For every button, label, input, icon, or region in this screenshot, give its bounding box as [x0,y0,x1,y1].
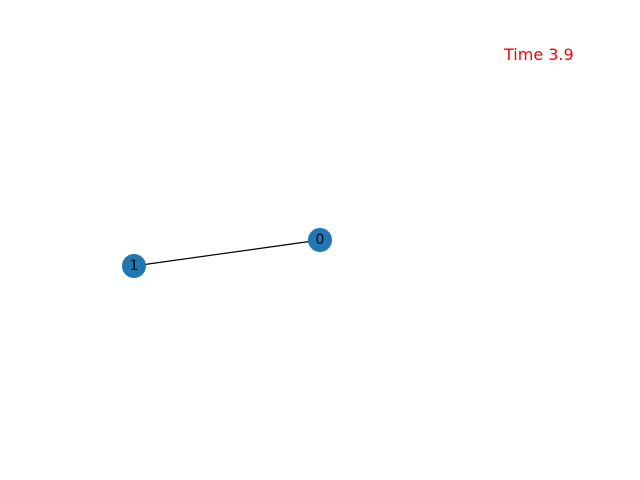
graph-node-0: 0 [308,228,332,252]
node-0-label: 0 [316,232,325,248]
graph-edge-1-0 [133,239,321,267]
node-1-label: 1 [130,258,139,274]
node-1-circle [122,254,146,278]
node-0-circle [308,228,332,252]
time-label: Time 3.9 [504,45,574,64]
graph-node-1: 1 [122,254,146,278]
